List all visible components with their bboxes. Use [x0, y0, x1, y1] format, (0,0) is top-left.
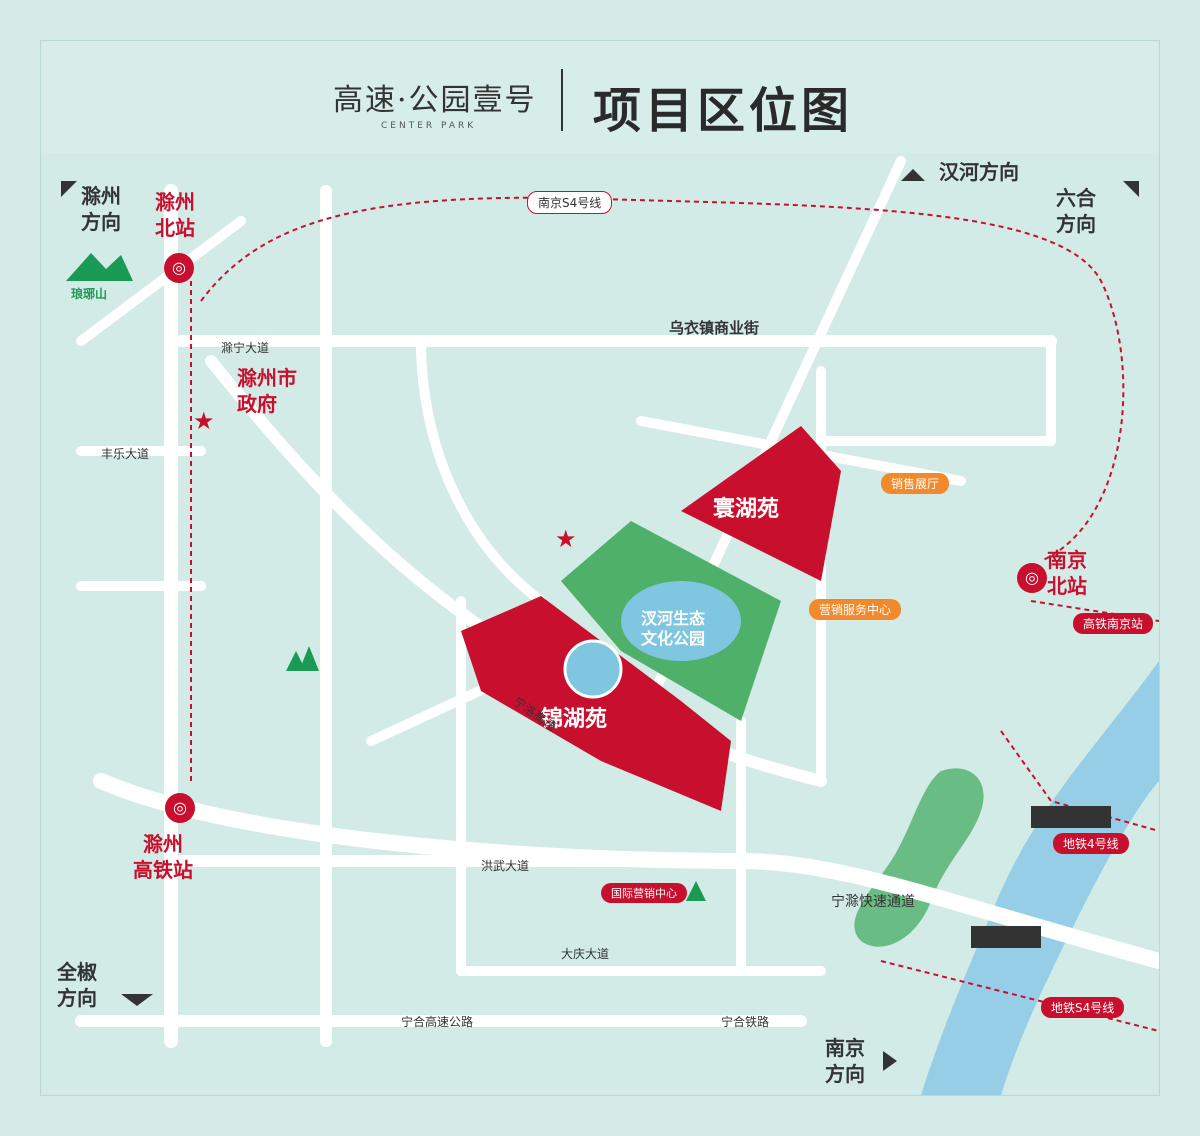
zone-south-shape: [461, 596, 731, 811]
gov-label-text: 滁州市 政府: [237, 366, 297, 416]
direction-chuzhou-text: 滁州 方向: [81, 184, 121, 234]
park-label: 汊河生态 文化公园: [641, 609, 705, 649]
road-label-1: 宁合高速公路: [401, 1015, 474, 1029]
header: 高速·公园壹号 CENTER PARK 项目区位图: [41, 41, 1159, 153]
zone-north-label: 寰湖苑: [713, 497, 780, 522]
station-chuzhou-hsr-text: 滁州 高铁站: [133, 832, 193, 882]
gov-label: 滁州市 政府: [237, 365, 297, 417]
road-label-4: 洪武大道: [481, 859, 530, 873]
railway-tag: 高铁南京站: [1073, 613, 1154, 634]
roundabout: [563, 639, 623, 699]
rail-station-icon: ◎: [165, 793, 195, 823]
mountain-icon: [66, 253, 133, 281]
direction-quanjiao: 全椒 方向: [57, 959, 97, 1011]
station-nanjing-north-text: 南京 北站: [1047, 548, 1087, 598]
map-canvas: [41, 153, 1159, 1095]
direction-chuzhou: 滁州 方向: [81, 183, 121, 235]
bridge-tag: 地铁4号线: [1053, 833, 1129, 854]
trees: [286, 646, 706, 901]
road-label-3: 滁宁大道: [221, 341, 270, 355]
sales-hall-tag: 销售展厅: [881, 473, 950, 494]
sales-hall-intl-tag: 国际营销中心: [601, 883, 687, 903]
direction-nanjing: 南京 方向: [825, 1035, 865, 1087]
station-chuzhou-north: 滁州 北站: [155, 189, 195, 241]
road-label-5: 大庆大道: [561, 947, 610, 961]
page-title: 项目区位图: [593, 83, 854, 139]
header-divider: [561, 69, 563, 131]
rail-station-icon: ◎: [1017, 563, 1047, 593]
direction-nanjing-text: 南京 方向: [825, 1036, 865, 1086]
park-label-text: 汊河生态 文化公园: [641, 609, 706, 648]
direction-liuhe: 六合 方向: [1056, 185, 1096, 237]
brand-name: 高速·公园壹号: [333, 83, 537, 118]
station-chuzhou-north-text: 滁州 北站: [155, 190, 195, 240]
project-star-icon: ★: [555, 525, 577, 553]
direction-hanhe: 汉河方向: [939, 159, 1019, 185]
rail-lines: [190, 196, 1159, 1032]
zone-south-label: 锦湖苑: [541, 707, 608, 732]
zone-north-shape: [681, 426, 841, 581]
park-lake: [621, 581, 741, 661]
map-frame: 高速·公园壹号 CENTER PARK 项目区位图: [40, 40, 1160, 1096]
road-label-8: 宁合铁路: [721, 1015, 770, 1029]
metro-s4-top-tag: 南京S4号线: [527, 191, 613, 214]
rail-station-icon: ◎: [164, 253, 194, 283]
gov-star-icon: ★: [193, 407, 215, 435]
langya-label: 琅琊山: [71, 287, 108, 301]
metro-tag: 地铁S4号线: [1041, 997, 1125, 1018]
road-label-2: 宁滁快速通道: [831, 894, 915, 910]
direction-arrows: [61, 169, 1139, 1071]
road-label-6: 丰乐大道: [101, 447, 150, 461]
station-nanjing-north: 南京 北站: [1047, 547, 1087, 599]
direction-quanjiao-text: 全椒 方向: [57, 960, 97, 1010]
brand-subtitle: CENTER PARK: [381, 121, 477, 131]
wuyi-label: 乌衣镇商业街: [669, 319, 760, 337]
bridge: [971, 926, 1041, 948]
sales-center-tag: 营销服务中心: [809, 599, 902, 620]
direction-hanhe-text: 汉河方向: [939, 160, 1019, 184]
direction-liuhe-text: 六合 方向: [1056, 186, 1096, 236]
station-chuzhou-hsr: 滁州 高铁站: [133, 831, 193, 883]
wetland: [854, 768, 984, 947]
bridge-2: [1031, 806, 1111, 828]
